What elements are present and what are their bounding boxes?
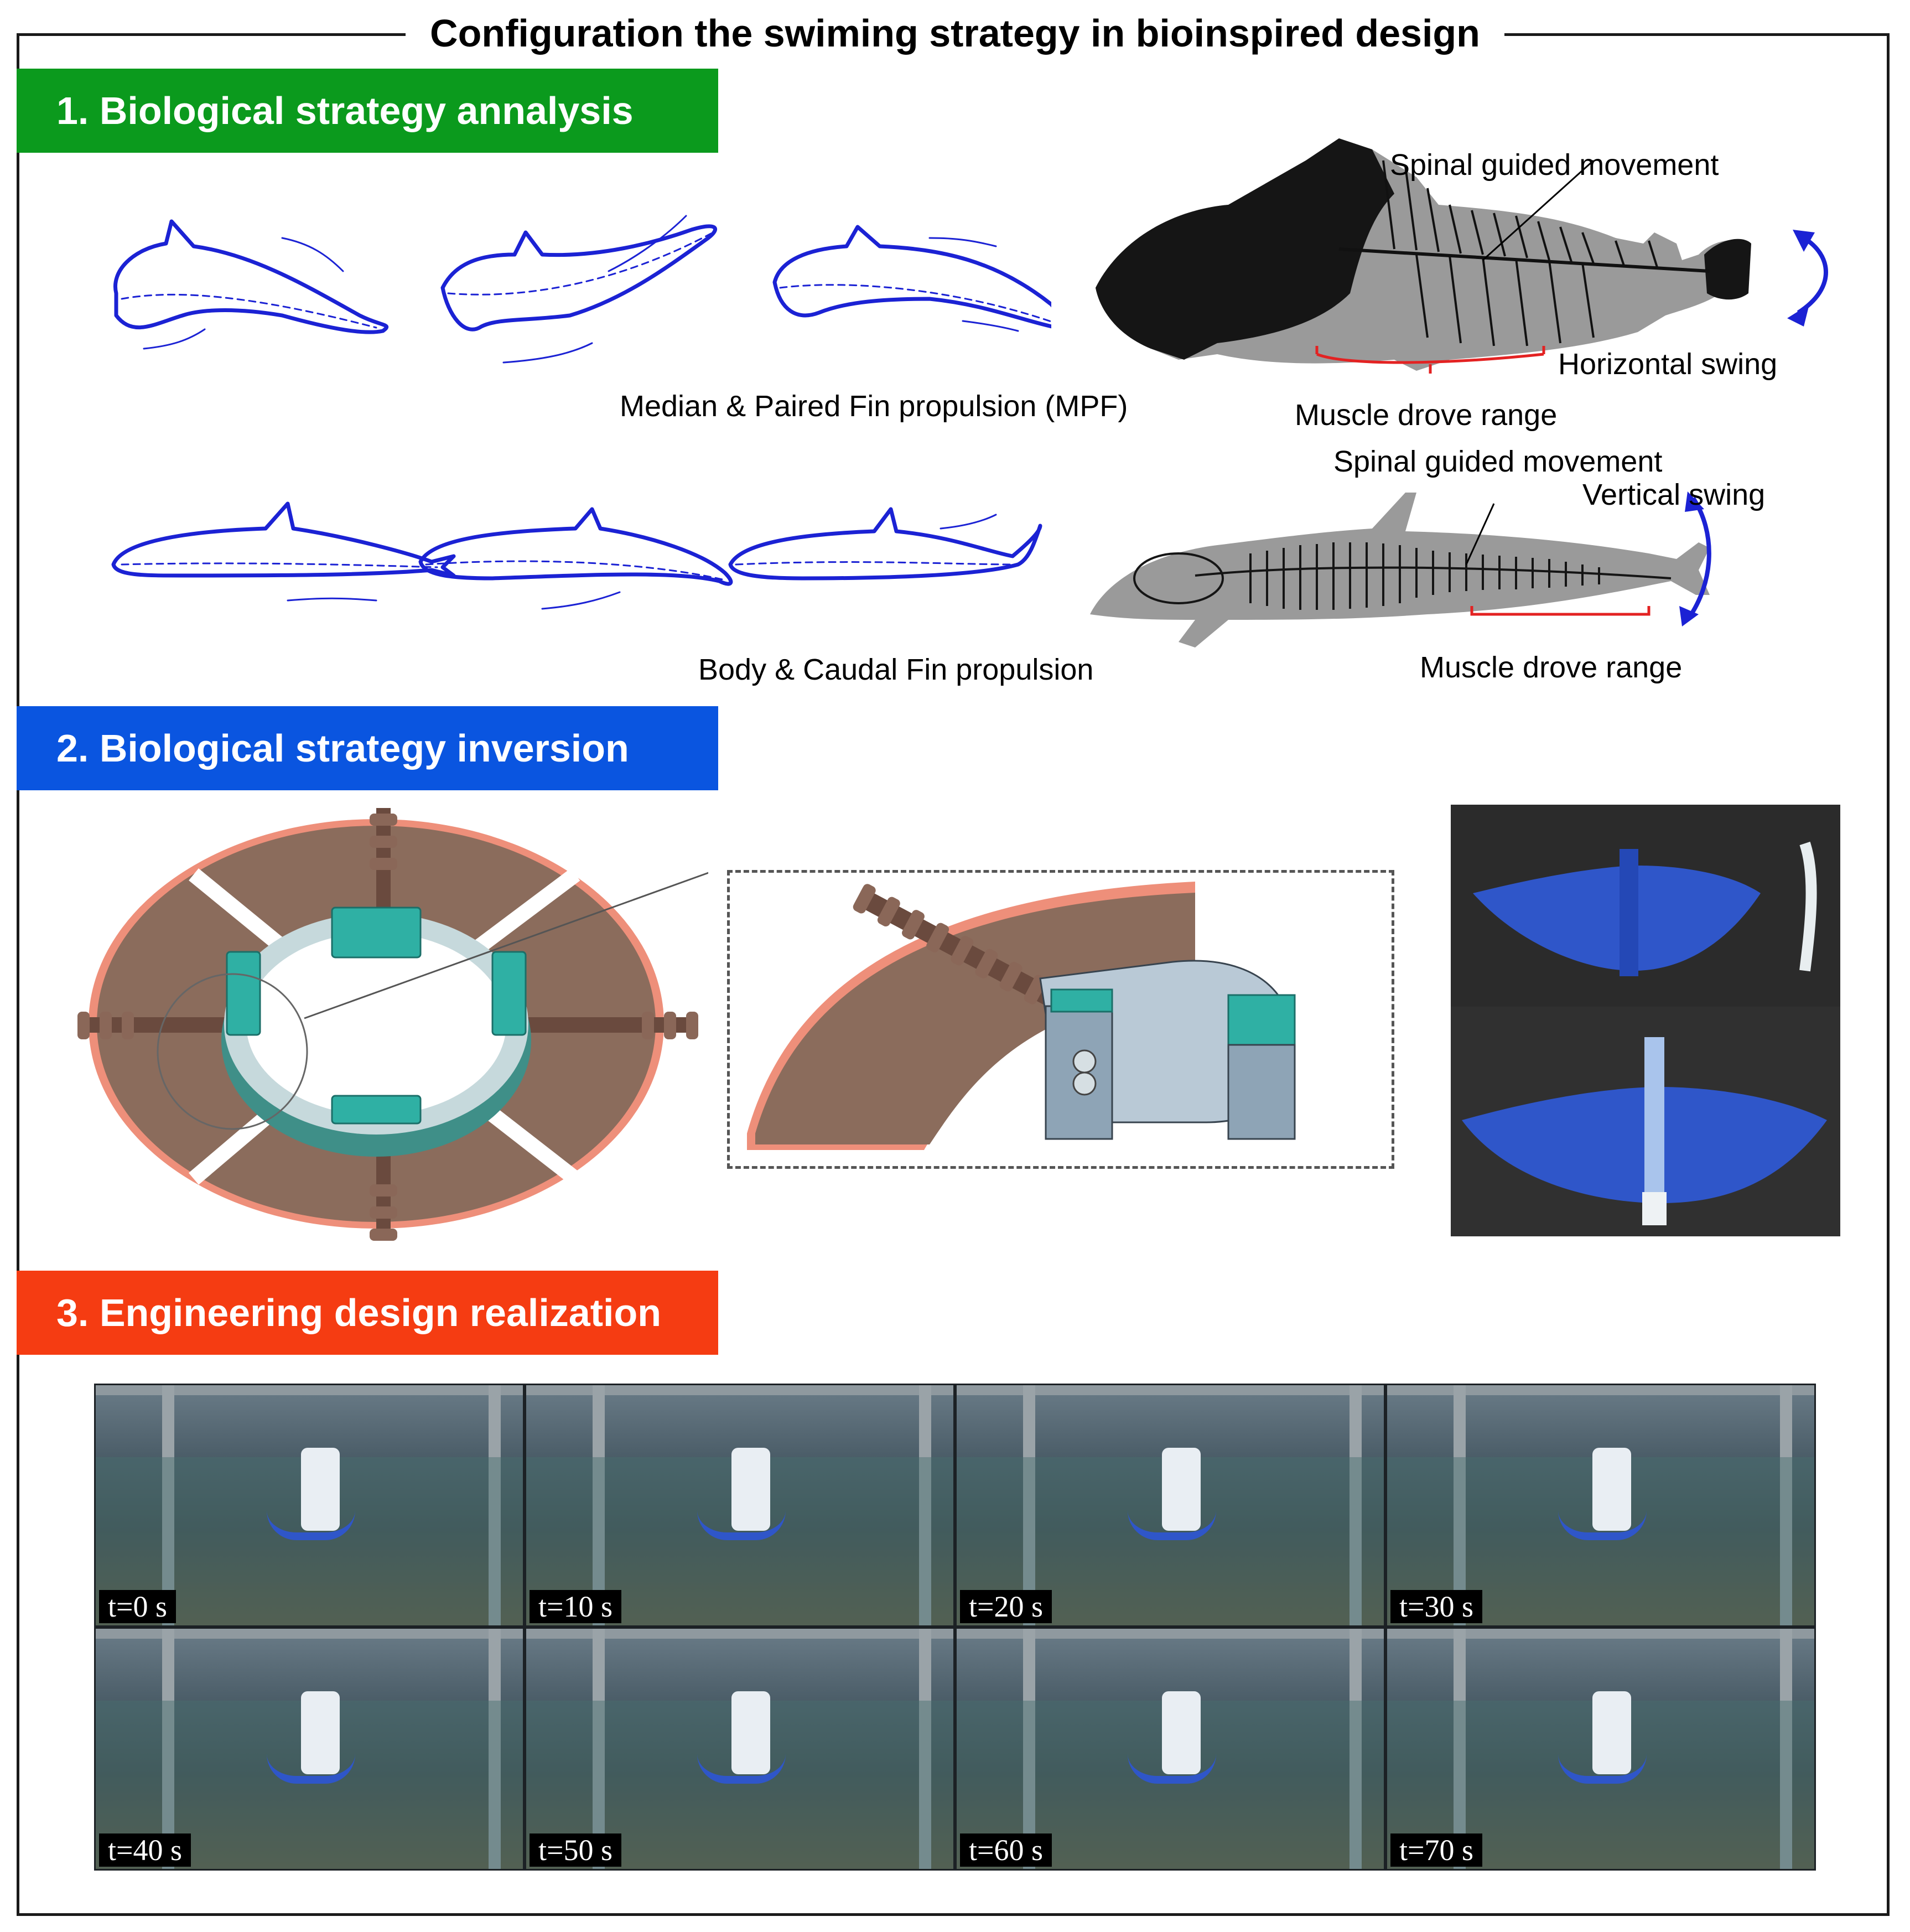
fins-snapshot xyxy=(1558,1510,1647,1540)
fish-spinal-label: Spinal guided movement xyxy=(1390,148,1719,182)
mpf-sketch-2 xyxy=(440,215,717,364)
fins-snapshot xyxy=(1558,1754,1647,1784)
fins-snapshot xyxy=(1127,1510,1216,1540)
timestamp-label: t=60 s xyxy=(960,1833,1052,1867)
bcf-caption: Body & Caudal Fin propulsion xyxy=(698,653,1094,686)
mpf-sketch-3 xyxy=(772,225,1051,332)
timestamp-label: t=30 s xyxy=(1390,1590,1482,1623)
figure-title: Configuration the swiming strategy in bi… xyxy=(0,10,1910,56)
section-1-heading: 1. Biological strategy annalysis xyxy=(56,89,634,132)
bcf-sketch-3 xyxy=(728,507,1042,581)
timestamp-label: t=70 s xyxy=(1390,1833,1482,1867)
mpf-sketches xyxy=(113,215,1051,364)
mpf-sketch-1 xyxy=(113,219,388,350)
tank-frame: t=60 s xyxy=(955,1627,1385,1871)
tank-frame: t=30 s xyxy=(1385,1384,1816,1627)
printed-fin-photo xyxy=(1451,805,1840,1236)
bcf-sketch-2 xyxy=(418,507,733,610)
fish-skeleton-illustration xyxy=(1096,138,1828,374)
bcf-sketch-1 xyxy=(111,501,456,602)
robot-assembly-render xyxy=(77,808,708,1241)
tank-frame: t=70 s xyxy=(1385,1627,1816,1871)
timestamp-label: t=50 s xyxy=(530,1833,621,1867)
tank-frame: t=40 s xyxy=(94,1627,525,1871)
dolphin-skeleton-illustration xyxy=(1090,491,1711,648)
fins-snapshot xyxy=(266,1754,355,1784)
section-1-banner: 1. Biological strategy annalysis xyxy=(17,69,718,153)
section-2-heading: 2. Biological strategy inversion xyxy=(56,727,629,770)
timestamp-label: t=0 s xyxy=(99,1590,176,1623)
detail-cutaway-render xyxy=(747,882,1296,1150)
fish-swing-label: Horizontal swing xyxy=(1558,348,1778,381)
bcf-sketches xyxy=(111,501,1042,610)
fins-snapshot xyxy=(1127,1754,1216,1784)
tank-frame: t=10 s xyxy=(525,1384,955,1627)
section-2-banner: 2. Biological strategy inversion xyxy=(17,706,718,790)
timestamp-label: t=20 s xyxy=(960,1590,1052,1623)
fins-snapshot xyxy=(697,1754,786,1784)
tank-frame: t=20 s xyxy=(955,1384,1385,1627)
dolphin-spinal-label: Spinal guided movement xyxy=(1333,445,1663,478)
dolphin-swing-label: Vertical swing xyxy=(1582,478,1766,511)
fins-snapshot xyxy=(697,1510,786,1540)
mpf-caption: Median & Paired Fin propulsion (MPF) xyxy=(620,390,1128,423)
tank-frame: t=0 s xyxy=(94,1384,525,1627)
fish-muscle-label: Muscle drove range xyxy=(1295,398,1558,432)
timestamp-label: t=40 s xyxy=(99,1833,191,1867)
fins-snapshot xyxy=(266,1510,355,1540)
timestamp-label: t=10 s xyxy=(530,1590,621,1623)
dolphin-muscle-label: Muscle drove range xyxy=(1420,651,1683,684)
tank-frame: t=50 s xyxy=(525,1627,955,1871)
section-3-banner: 3. Engineering design realization xyxy=(17,1271,718,1355)
section-3-heading: 3. Engineering design realization xyxy=(56,1291,661,1334)
detail-callout-box xyxy=(727,870,1394,1169)
